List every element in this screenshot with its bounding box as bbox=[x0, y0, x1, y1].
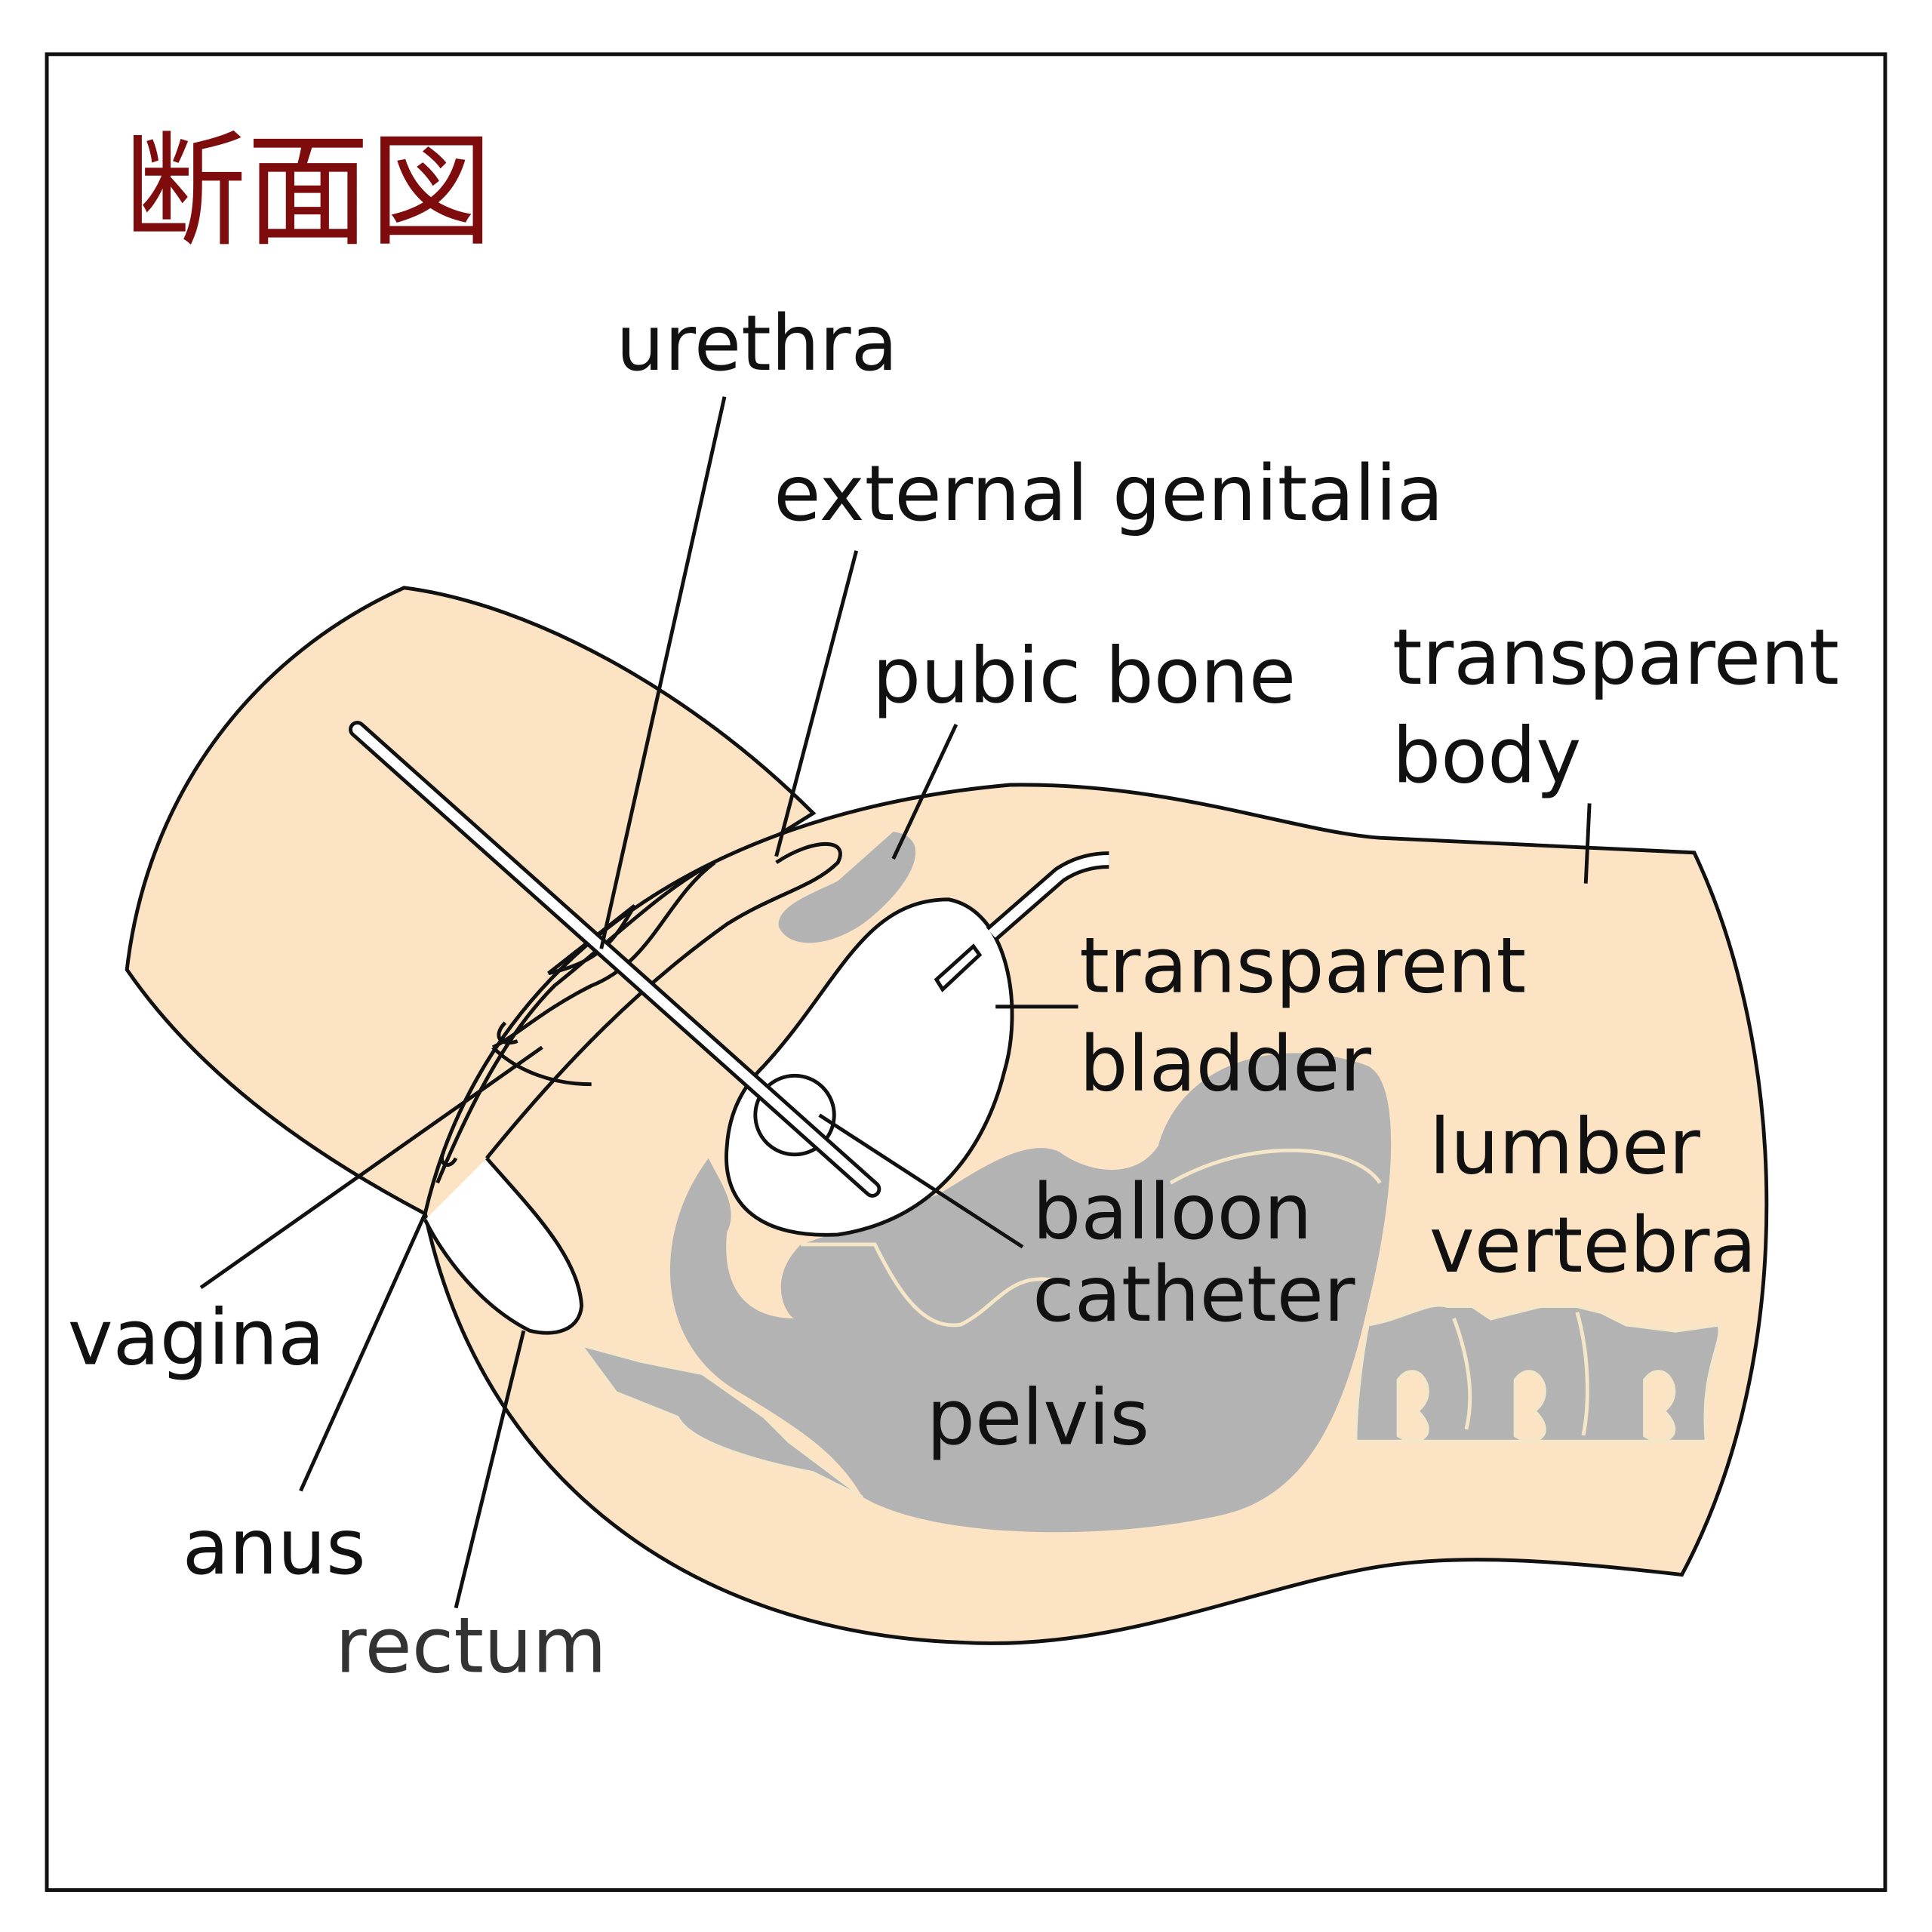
label-balloon-catheter-2: catheter bbox=[1032, 1250, 1355, 1339]
leader-lines bbox=[199, 396, 1592, 1609]
label-anus: anus bbox=[183, 1503, 366, 1592]
genital-outline bbox=[485, 842, 842, 1160]
label-transparent-bladder-1: transparent bbox=[1079, 921, 1526, 1010]
lumbar-vertebrae bbox=[1353, 1303, 1722, 1444]
label-transparent-bladder-2: bladder bbox=[1079, 1020, 1371, 1109]
label-external-genitalia: external genitalia bbox=[774, 449, 1443, 538]
label-rectum: rectum bbox=[335, 1601, 607, 1690]
label-urethra: urethra bbox=[616, 299, 897, 388]
tube-tip bbox=[934, 943, 983, 992]
coccyx bbox=[578, 1343, 863, 1499]
title: 断面図 bbox=[123, 119, 493, 263]
label-lumber-vertebra-1: lumber bbox=[1429, 1102, 1700, 1191]
label-transparent-body-2: body bbox=[1392, 712, 1581, 801]
label-vagina: vagina bbox=[68, 1293, 325, 1382]
label-transparent-body-1: transparent bbox=[1392, 613, 1839, 702]
label-pelvis: pelvis bbox=[927, 1373, 1149, 1462]
label-lumber-vertebra-2: vertebra bbox=[1429, 1201, 1757, 1290]
label-pubic-bone: pubic bone bbox=[872, 632, 1296, 721]
pubic-bone bbox=[778, 832, 916, 943]
label-balloon-catheter-1: balloon bbox=[1032, 1168, 1312, 1257]
legs bbox=[125, 586, 817, 1217]
pelvis-bone bbox=[669, 1053, 1392, 1533]
rectum bbox=[423, 1157, 584, 1335]
sacrum-line bbox=[801, 1148, 1382, 1327]
